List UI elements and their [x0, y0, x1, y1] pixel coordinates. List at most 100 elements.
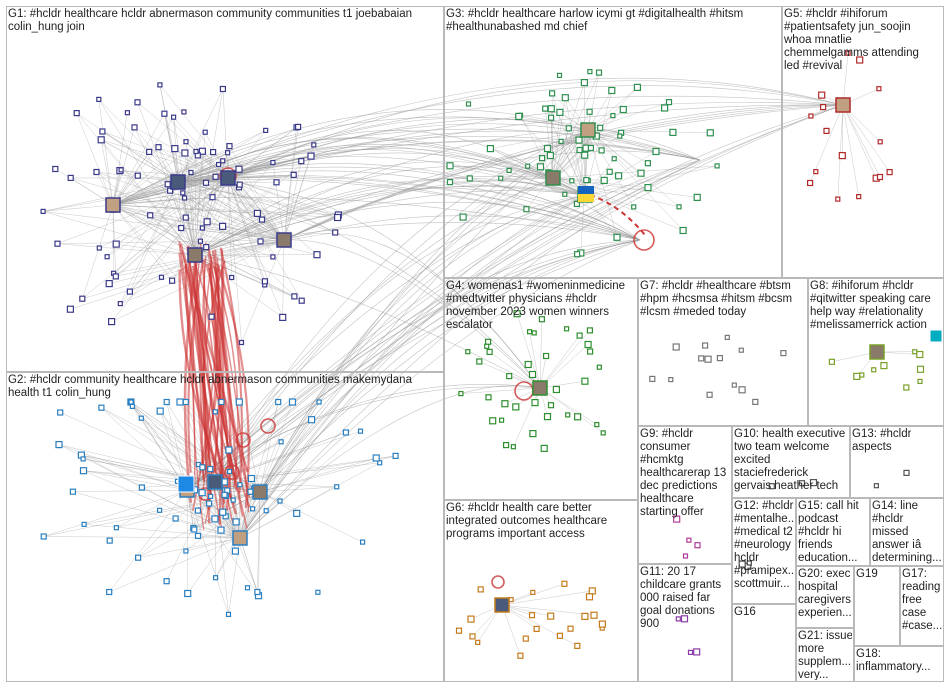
edge: [842, 104, 890, 173]
graph-node: [66, 305, 75, 313]
edge: [239, 159, 701, 539]
edge: [584, 172, 642, 196]
graph-node: [163, 398, 170, 406]
group-box-g4: [444, 278, 638, 500]
graph-node: [288, 398, 297, 406]
graph-node: [561, 94, 569, 102]
edge: [43, 536, 241, 539]
graph-node: [583, 177, 590, 184]
graph-node: [81, 521, 87, 528]
graph-node: [738, 347, 744, 353]
edge: [584, 82, 586, 196]
graph-node: [536, 163, 545, 171]
graph-node: [219, 85, 226, 93]
edge: [76, 112, 196, 256]
edge: [120, 181, 179, 304]
graph-node: [693, 193, 701, 201]
edge: [113, 177, 229, 274]
graph-node: [575, 136, 583, 144]
graph-node: [581, 151, 589, 159]
graph-node: [856, 56, 864, 64]
graph-node: [809, 479, 818, 487]
group-box-g20: [796, 566, 854, 628]
edge: [112, 127, 135, 206]
graph-node: [237, 482, 243, 488]
edge: [57, 239, 285, 244]
hub-avatar: [494, 597, 510, 613]
edge: [101, 139, 196, 256]
graph-node: [676, 204, 682, 210]
graph-node: [503, 442, 510, 449]
graph-node: [838, 152, 846, 160]
edge: [173, 117, 229, 179]
graph-node: [197, 238, 203, 244]
edge: [520, 115, 554, 179]
edge: [259, 457, 377, 493]
graph-node: [235, 398, 243, 406]
edge: [109, 177, 229, 284]
graph-node: [903, 469, 910, 476]
graph-node: [446, 179, 454, 186]
edge: [186, 239, 641, 491]
graph-node: [208, 493, 214, 499]
graph-node: [220, 158, 226, 164]
graph-node: [184, 589, 192, 598]
edge: [116, 491, 261, 528]
graph-node: [372, 454, 380, 462]
hub-avatar: [207, 474, 223, 490]
edge: [184, 197, 285, 241]
group-box-g2: [6, 372, 444, 682]
graph-node: [548, 90, 556, 97]
edge: [81, 454, 188, 491]
edge: [449, 129, 589, 183]
edge: [82, 204, 114, 299]
graph-node: [216, 161, 222, 168]
edge: [259, 159, 701, 493]
edge: [177, 179, 641, 241]
edge: [283, 232, 541, 389]
graph-node: [547, 612, 555, 620]
graph-node: [247, 474, 256, 483]
group-box-g11: [638, 564, 732, 682]
graph-node: [199, 464, 206, 471]
edge: [99, 177, 229, 249]
graph-node: [873, 483, 880, 489]
graph-node: [594, 422, 600, 428]
edge: [513, 387, 541, 447]
edge: [186, 489, 229, 615]
graph-node: [202, 129, 208, 135]
graph-node: [614, 172, 623, 180]
graph-node: [533, 625, 540, 633]
edge: [489, 351, 541, 389]
graph-node: [561, 580, 568, 587]
graph-node: [886, 169, 893, 176]
graph-node: [876, 86, 882, 92]
graph-node: [828, 358, 836, 365]
graph-node: [191, 526, 198, 533]
hub-avatar: [580, 122, 596, 138]
graph-node: [524, 360, 532, 369]
edge: [239, 385, 541, 539]
edge: [186, 489, 188, 594]
graph-node: [673, 515, 681, 523]
graph-node: [206, 500, 213, 507]
graph-node: [225, 150, 231, 156]
group-box-g5: [782, 6, 944, 278]
edge: [109, 489, 188, 593]
edge: [194, 201, 641, 256]
edge: [584, 165, 718, 196]
graph-node: [40, 208, 46, 214]
graph-node: [112, 240, 120, 248]
edge: [177, 181, 339, 216]
edge: [112, 204, 207, 248]
edge: [83, 470, 188, 491]
graph-node: [565, 125, 572, 132]
graph-node: [211, 515, 219, 523]
graph-node: [52, 165, 59, 173]
graph-node: [104, 254, 110, 260]
graph-node: [212, 409, 218, 415]
graph-node: [217, 526, 225, 534]
graph-node: [731, 382, 737, 388]
graph-node: [169, 277, 176, 284]
